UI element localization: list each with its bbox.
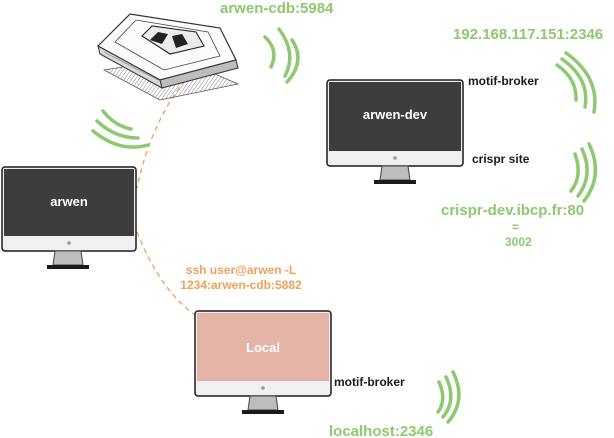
ssh-command-label: ssh user@arwen -L 1234:arwen-cdb:5882 <box>166 263 316 293</box>
monitor-local <box>194 310 332 414</box>
device-display-glyphs <box>150 32 188 48</box>
monitor-arwen <box>1 166 137 269</box>
local-address-label: localhost:2346 <box>329 423 434 438</box>
wifi-icon-crispr-site <box>569 142 598 203</box>
screen-label-arwen: arwen <box>50 194 88 209</box>
monitor-stand <box>379 165 411 181</box>
monitor-stand <box>247 395 279 411</box>
monitor-stand <box>52 250 84 266</box>
wifi-signals <box>91 27 598 424</box>
crispr-site-equals: = <box>512 220 520 234</box>
db-address-label: arwen-cdb:5984 <box>220 0 334 17</box>
crispr-site-address: crispr-dev.ibcp.fr:80 <box>441 202 585 219</box>
monitor-arwen-dev <box>326 79 464 184</box>
power-led <box>393 156 397 160</box>
screen-local <box>197 313 329 381</box>
power-led <box>67 241 71 245</box>
service-label-motif-broker-dev: motif-broker <box>468 74 539 88</box>
device-front <box>159 59 239 89</box>
device-edge-detail <box>103 51 159 81</box>
ssh-command-line-1: ssh user@arwen -L <box>185 263 297 277</box>
wifi-icon-motif-broker-local <box>436 370 461 424</box>
device-panel <box>114 19 221 71</box>
monitor-base <box>374 180 416 184</box>
monitor-base <box>47 265 89 269</box>
screen-label-arwen-dev: arwen-dev <box>362 107 428 122</box>
screen-arwen-dev <box>329 82 461 151</box>
ssh-line-arwen-to-local <box>136 231 196 316</box>
database-server-icon <box>97 13 240 101</box>
power-led <box>261 386 265 390</box>
screen-arwen <box>4 169 134 236</box>
service-label-motif-broker-local: motif-broker <box>334 375 405 389</box>
screen-label-local: Local <box>246 340 280 355</box>
wifi-icon-db-right <box>263 27 300 84</box>
wifi-icon-motif-broker-dev <box>555 51 597 114</box>
wifi-icon-db-left <box>91 109 150 149</box>
crispr-site-port: 3002 <box>505 235 532 249</box>
service-label-crispr-site: crispr site <box>472 152 530 166</box>
monitor-base <box>242 410 284 414</box>
ssh-command-line-2: 1234:arwen-cdb:5882 <box>180 278 302 292</box>
motif-broker-dev-address: 192.168.117.151:2346 <box>453 26 604 43</box>
